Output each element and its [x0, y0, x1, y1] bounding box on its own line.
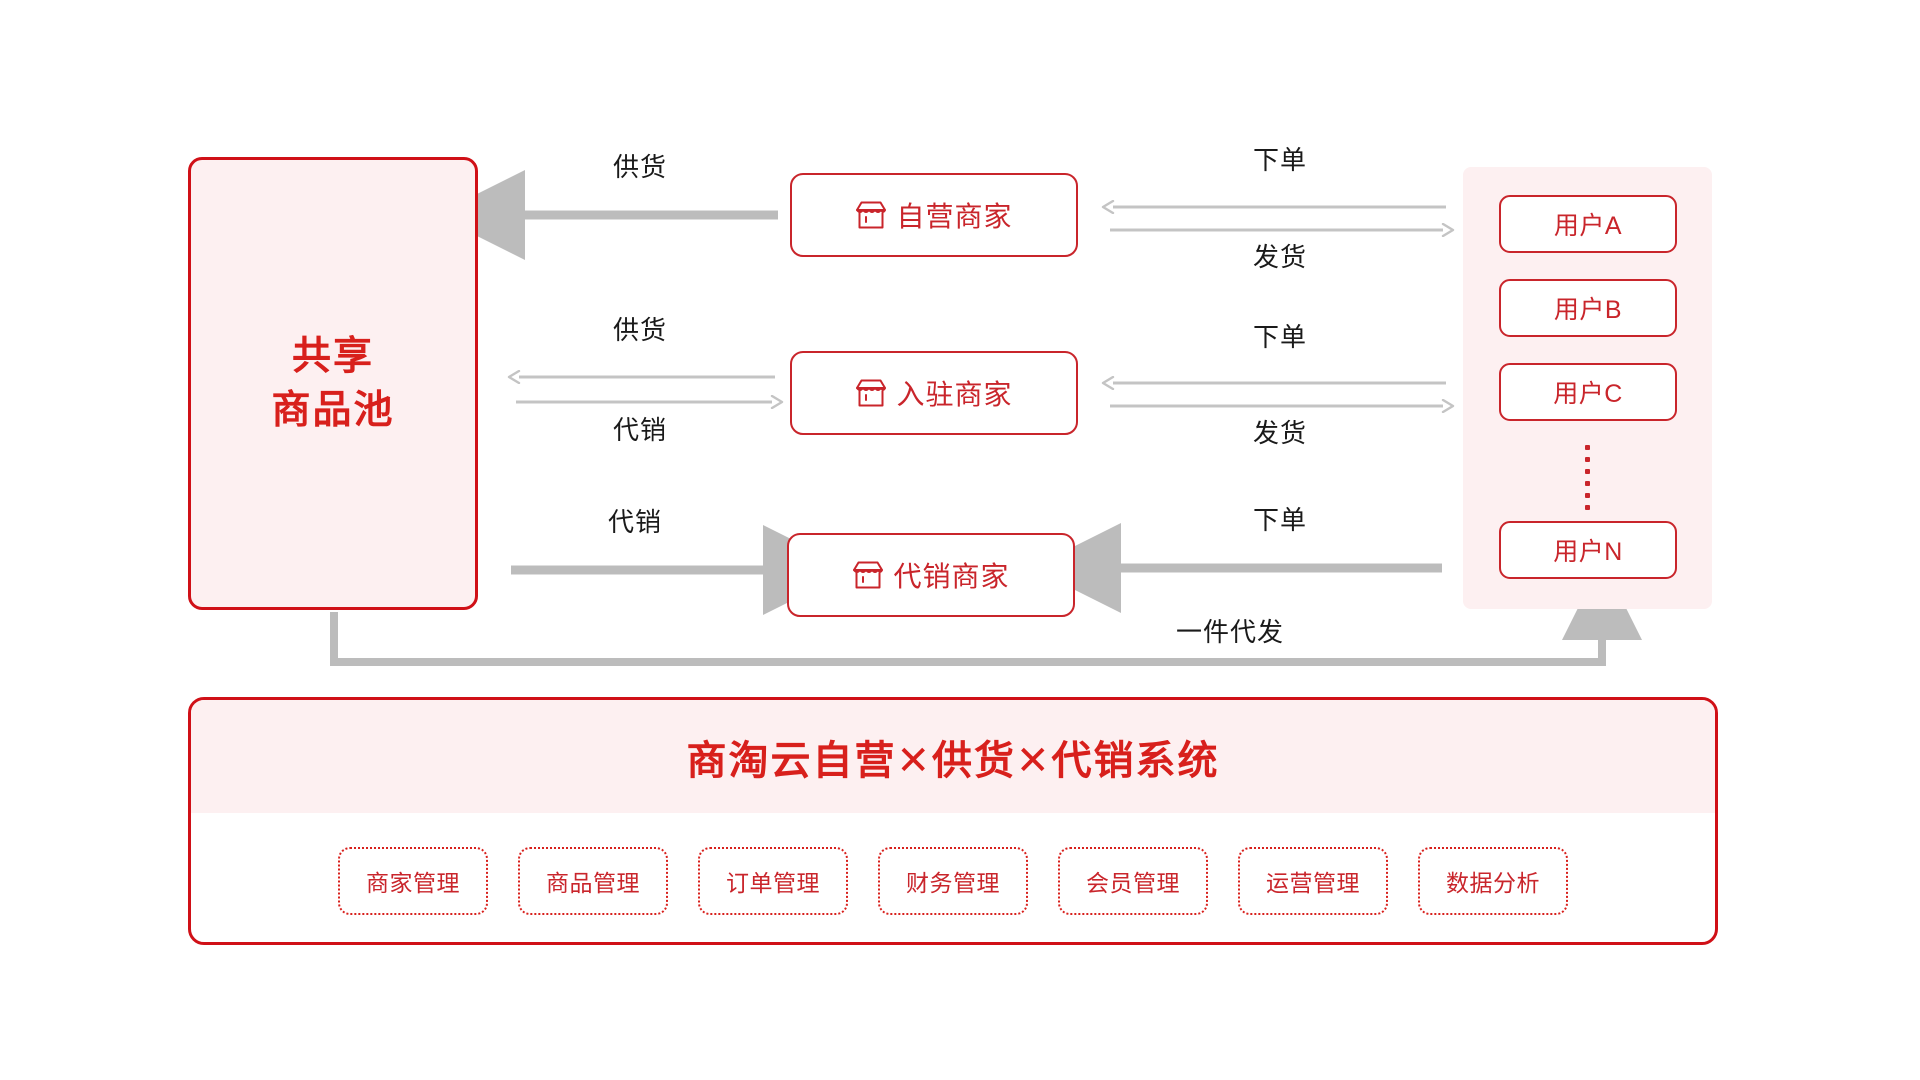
system-panel: 商淘云自营✕供货✕代销系统 商家管理 商品管理 订单管理 财务管理 会员管理 运… — [188, 697, 1718, 945]
vertical-ellipsis-icon — [1463, 445, 1712, 510]
merchant-label: 代销商家 — [893, 561, 1010, 592]
module-label: 会员管理 — [1086, 869, 1180, 896]
flow-label-dropship: 一件代发 — [1175, 617, 1284, 647]
flow-label-right-row1-top: 下单 — [1252, 145, 1307, 175]
module-product-management[interactable]: 商品管理 — [518, 846, 668, 915]
flow-label-right-row2-top: 下单 — [1252, 322, 1307, 352]
merchant-label: 入驻商家 — [896, 379, 1013, 410]
flow-label-right-row3-top: 下单 — [1252, 505, 1307, 535]
user-item[interactable]: 用户C — [1499, 363, 1677, 421]
user-label: 用户C — [1553, 380, 1623, 408]
user-label: 用户N — [1553, 538, 1623, 566]
storefront-icon — [855, 378, 887, 408]
merchant-label: 自营商家 — [896, 201, 1013, 232]
module-member-management[interactable]: 会员管理 — [1058, 846, 1208, 915]
flow-label-left-row2-bottom: 代销 — [612, 415, 667, 445]
module-label: 商家管理 — [366, 869, 460, 896]
flow-label-right-row2-bottom: 发货 — [1252, 418, 1307, 448]
system-header: 商淘云自营✕供货✕代销系统 — [191, 700, 1715, 813]
user-label: 用户A — [1553, 212, 1623, 240]
flow-label-left-row2-top: 供货 — [612, 315, 667, 345]
user-item[interactable]: 用户N — [1499, 521, 1677, 579]
module-label: 商品管理 — [546, 869, 640, 896]
module-merchant-management[interactable]: 商家管理 — [338, 846, 488, 915]
module-operation-management[interactable]: 运营管理 — [1238, 846, 1388, 915]
module-order-management[interactable]: 订单管理 — [698, 846, 848, 915]
shared-product-pool-label: 共享 商品池 — [271, 334, 395, 432]
user-item[interactable]: 用户A — [1499, 195, 1677, 253]
module-label: 财务管理 — [906, 869, 1000, 896]
flow-label-right-row1-bottom: 发货 — [1252, 242, 1307, 272]
module-data-analysis[interactable]: 数据分析 — [1418, 846, 1568, 915]
user-item[interactable]: 用户B — [1499, 279, 1677, 337]
module-finance-management[interactable]: 财务管理 — [878, 846, 1028, 915]
flow-label-left-row1-top: 供货 — [612, 152, 667, 182]
storefront-icon — [855, 200, 887, 230]
merchant-consignment[interactable]: 代销商家 — [787, 533, 1075, 617]
user-label: 用户B — [1553, 296, 1623, 324]
module-list: 商家管理 商品管理 订单管理 财务管理 会员管理 运营管理 数据分析 — [191, 813, 1715, 942]
storefront-icon — [852, 560, 884, 590]
merchant-self-operated[interactable]: 自营商家 — [790, 173, 1078, 257]
arrow-dropship — [330, 560, 1642, 666]
module-label: 订单管理 — [726, 869, 820, 896]
shared-product-pool[interactable]: 共享 商品池 — [188, 157, 478, 610]
users-panel: 用户A 用户B 用户C 用户N — [1463, 167, 1712, 609]
system-title: 商淘云自营✕供货✕代销系统 — [686, 738, 1220, 783]
module-label: 数据分析 — [1446, 869, 1540, 896]
module-label: 运营管理 — [1266, 869, 1360, 896]
flow-label-left-row3-top: 代销 — [607, 507, 662, 537]
merchant-resident[interactable]: 入驻商家 — [790, 351, 1078, 435]
